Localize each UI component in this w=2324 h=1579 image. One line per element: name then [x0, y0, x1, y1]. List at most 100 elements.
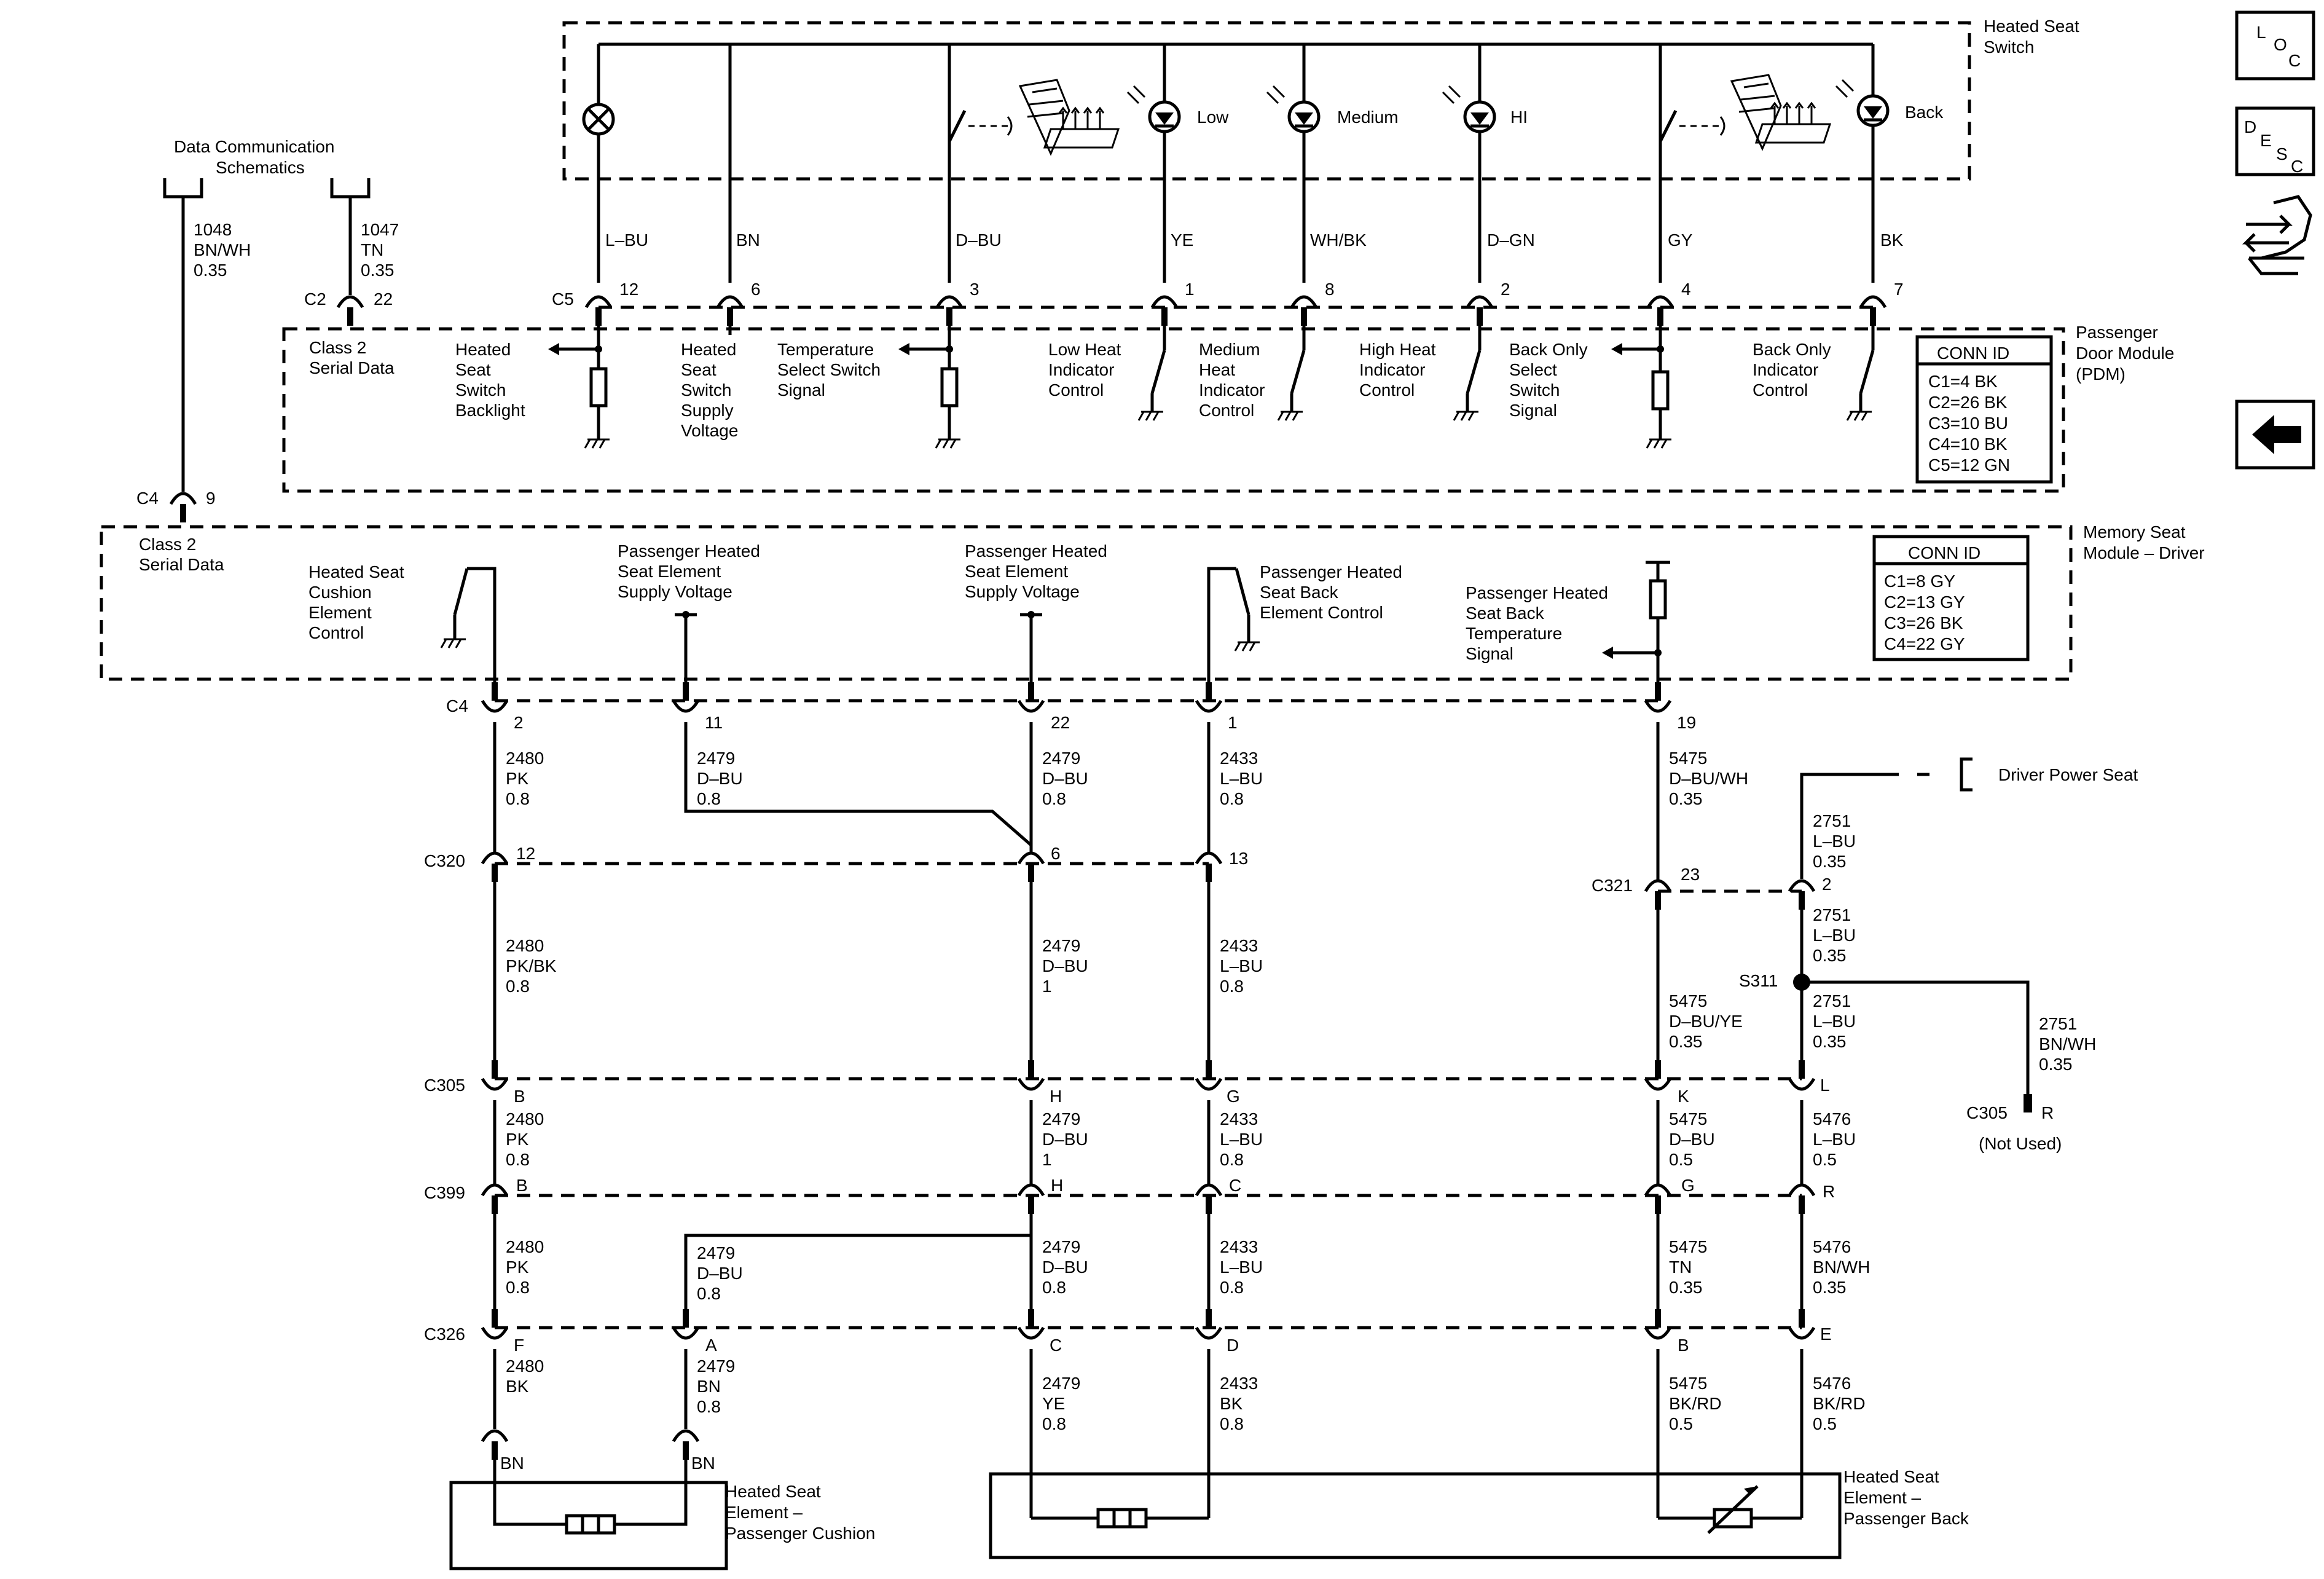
c399-pin-b: B: [516, 1176, 528, 1195]
w-d1-1: 2433: [1220, 749, 1258, 768]
c326-label: C326: [424, 1325, 465, 1344]
heated-seat-switch: Heated Seat Switch: [562, 17, 2079, 283]
c399-label: C399: [424, 1183, 465, 1202]
class2-pdm-1: Class 2: [309, 338, 366, 357]
supply-1: Heated: [681, 340, 736, 359]
w-d3-2: L–BU: [1220, 1130, 1263, 1149]
desc-button[interactable]: D E S C: [2235, 106, 2315, 176]
w-f5-2: BN/WH: [1813, 1258, 1870, 1277]
hi-led-icon: [1442, 85, 1496, 283]
pin-12: 12: [619, 280, 638, 299]
c4-pin-2: 2: [514, 713, 524, 732]
harness-wires-3: [493, 1100, 1804, 1186]
w-c2-3: 1: [1042, 977, 1052, 996]
w-a3-1: 2480: [506, 1109, 544, 1128]
pdm-title-3: (PDM): [2076, 364, 2126, 384]
back-title-2: Element –: [1843, 1488, 1921, 1507]
msm-boundary: [100, 525, 2073, 681]
c399-connector: C399 B H C G R: [424, 1176, 1835, 1214]
med-ind-2: Heat: [1199, 360, 1235, 379]
cushion-ctrl-2: Cushion: [308, 583, 372, 602]
temp-select-1: Temperature: [777, 340, 874, 359]
w-d5-1: 2433: [1220, 1374, 1258, 1393]
pdm-back-indicator-switch: [1846, 326, 1875, 421]
wire-color-gy: GY: [1668, 230, 1693, 250]
back-temp-4: Signal: [1466, 644, 1513, 663]
w-b5-2: BN: [697, 1377, 721, 1396]
pdm-medium-indicator-switch: [1277, 326, 1306, 421]
seat-back-heater-symbol-icon: [1730, 74, 1832, 151]
loc-c: C: [2288, 51, 2301, 70]
low-label: Low: [1197, 108, 1229, 127]
msm-back-temp-circuit: [1602, 561, 1670, 698]
c4-pin-1: 1: [1228, 713, 1238, 732]
w-a1-2: PK: [506, 769, 529, 788]
back-arrow-button[interactable]: [2235, 400, 2315, 470]
w-d4-3: 0.8: [1220, 1278, 1244, 1297]
wire-labels-segment-3: 2480 PK 0.8 2479 D–BU 1 2433 L–BU 0.8 54…: [506, 1109, 1856, 1169]
back-ctrl-2: Seat Back: [1260, 583, 1339, 602]
pin-6: 6: [751, 280, 761, 299]
class2-msm-1: Class 2: [139, 535, 196, 554]
w-e5-1: 5475: [1669, 1374, 1707, 1393]
w-a4-2: PK: [506, 1258, 529, 1277]
backlight-bulb-icon: [582, 103, 615, 283]
w-e3-2: D–BU: [1669, 1130, 1715, 1149]
msm-supply2-label: Passenger Heated Seat Element Supply Vol…: [965, 541, 1107, 601]
c326-pin-d: D: [1227, 1336, 1239, 1355]
pdm-conn-id-title: CONN ID: [1937, 344, 2009, 363]
class2-pdm-2: Serial Data: [309, 358, 395, 377]
wire-labels-segment-4: 2480 PK 0.8 2479 D–BU 0.8 2479 D–BU 0.8 …: [506, 1237, 1870, 1303]
msm-title-2: Module – Driver: [2083, 543, 2205, 562]
heated-seat-element-cushion: BN BN Heated Seat Element – Passenger Cu…: [449, 1429, 875, 1570]
w-d2-2: L–BU: [1220, 956, 1263, 975]
w-b1-2: D–BU: [697, 769, 743, 788]
msm-supply1-label: Passenger Heated Seat Element Supply Vol…: [618, 541, 760, 601]
pdm-conn-row-4: C4=10 BK: [1928, 435, 2008, 454]
cushion-ctrl-3: Element: [308, 603, 372, 622]
cushion-title-3: Passenger Cushion: [725, 1524, 875, 1543]
c305-label: C305: [424, 1076, 465, 1095]
c4-top-connector-label: C4: [136, 489, 159, 508]
c2-pin-label: 22: [374, 289, 393, 309]
pin-8: 8: [1325, 280, 1335, 299]
supply2-2: Seat Element: [965, 562, 1068, 581]
driver-power-seat-label: Driver Power Seat: [1998, 765, 2138, 784]
back-temperature-sensor-icon: [1707, 1485, 1759, 1534]
w-e2-3: 0.35: [1669, 1032, 1703, 1051]
w-f4-2: L–BU: [1813, 1130, 1856, 1149]
w1047-3: 0.35: [361, 261, 395, 280]
loc-button[interactable]: L O C: [2235, 10, 2315, 81]
wire-labels-segment-2: 2480 PK/BK 0.8 2479 D–BU 1 2433 L–BU 0.8…: [506, 905, 2096, 1074]
w-b5-3: 0.8: [697, 1397, 721, 1416]
c326-pin-a: A: [705, 1336, 717, 1355]
msm-cushion-ctrl-label: Heated Seat Cushion Element Control: [308, 562, 404, 642]
back-ind-2: Indicator: [1753, 360, 1818, 379]
w-b4-1: 2479: [697, 1243, 735, 1262]
msm-title-1: Memory Seat: [2083, 522, 2186, 541]
pdm-conn-row-1: C1=4 BK: [1928, 372, 1998, 391]
w-c2-1: 2479: [1042, 936, 1080, 955]
w-f6-2: BK/RD: [1813, 1394, 1866, 1413]
w-f2-1: 2751: [1813, 905, 1851, 924]
w-e3-3: 0.5: [1669, 1150, 1693, 1169]
c321-connector: C321 23 2: [1592, 865, 1832, 910]
w-b5-1: 2479: [697, 1357, 735, 1376]
c320-connector: C320 12 6 13: [424, 844, 1248, 882]
wire-labels-segment-5: 2480 BK 2479 BN 0.8 2479 YE 0.8 2433 BK …: [506, 1357, 1866, 1433]
temp-select-2: Select Switch: [777, 360, 881, 379]
med-ind-4: Control: [1199, 401, 1254, 420]
w-c1-3: 0.8: [1042, 789, 1066, 808]
pdm-temp-select-circuit: [898, 326, 960, 449]
back-title-1: Heated Seat: [1843, 1467, 1939, 1486]
switch-title-2: Switch: [1984, 37, 2034, 57]
back-ctrl-1: Passenger Heated: [1260, 562, 1402, 581]
wire-color-wh-bk: WH/BK: [1310, 230, 1367, 250]
connector-end-view-icon[interactable]: [2242, 195, 2312, 275]
c321-label: C321: [1592, 876, 1633, 895]
c326-connector: C326 F A C D B E: [424, 1309, 1832, 1355]
c326-pin-c: C: [1050, 1336, 1062, 1355]
high-ind-1: High Heat: [1359, 340, 1436, 359]
back-ctrl-3: Element Control: [1260, 603, 1383, 622]
pdm-backlight-label: Heated Seat Switch Backlight: [455, 340, 525, 420]
